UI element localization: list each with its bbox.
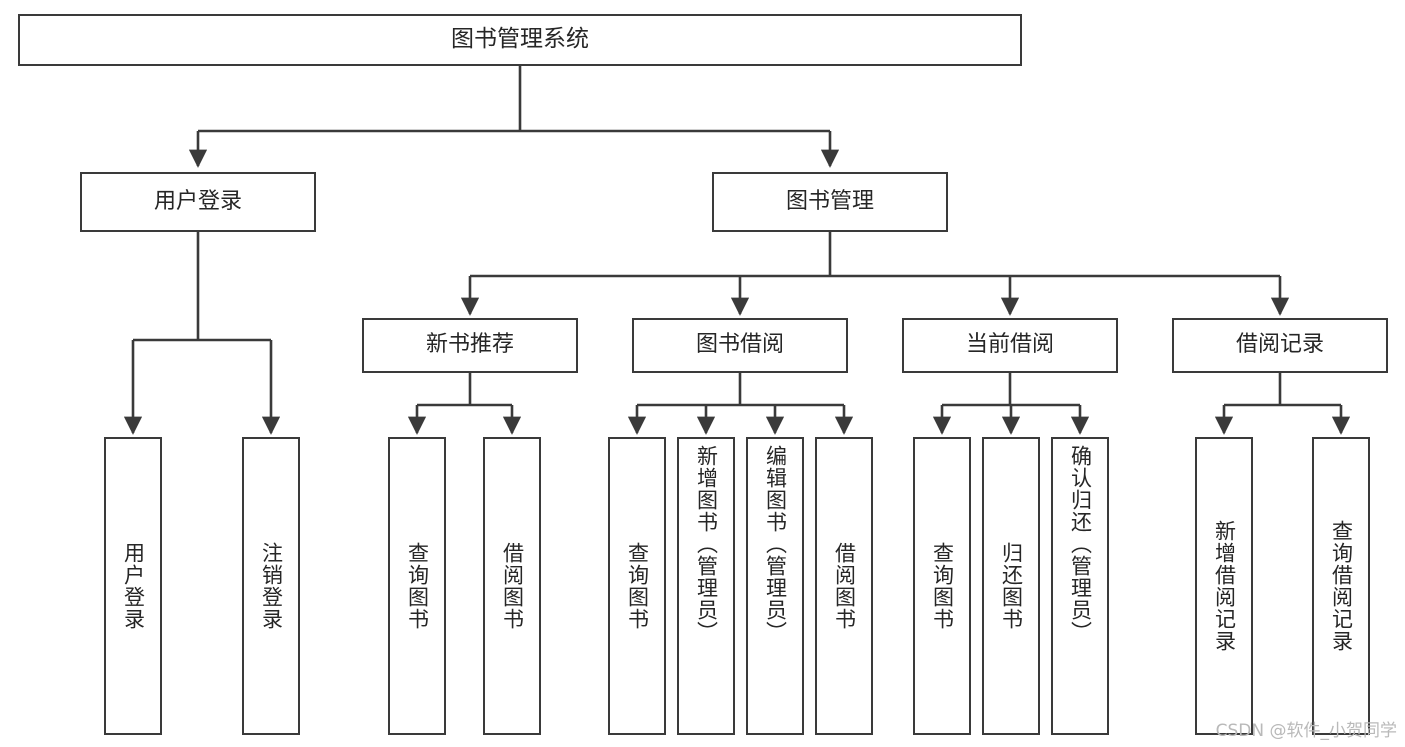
node-current-borrow[interactable]: 当前借阅 [902, 318, 1118, 373]
node-leaf-return-book[interactable]: 归还图书 [982, 437, 1040, 735]
node-leaf-borrow-book-2[interactable]: 借阅图书 [815, 437, 873, 735]
node-leaf-add-record-label: 新增借阅记录 [1212, 520, 1237, 652]
node-root[interactable]: 图书管理系统 [18, 14, 1022, 66]
node-leaf-return-book-label: 归还图书 [999, 542, 1024, 630]
node-leaf-query-book-1-label: 查询图书 [405, 542, 430, 630]
node-leaf-borrow-book-1-label: 借阅图书 [500, 542, 525, 630]
node-user-login[interactable]: 用户登录 [80, 172, 316, 232]
node-leaf-query-book-3-label: 查询图书 [930, 542, 955, 630]
node-leaf-confirm-return-label: 确认归还（管理员） [1068, 445, 1093, 643]
node-leaf-query-book-3[interactable]: 查询图书 [913, 437, 971, 735]
node-new-book-rec-label: 新书推荐 [425, 332, 514, 358]
node-leaf-query-record-label: 查询借阅记录 [1329, 520, 1354, 652]
node-leaf-query-book-2-label: 查询图书 [625, 542, 650, 630]
node-leaf-logout[interactable]: 注销登录 [242, 437, 300, 735]
node-book-manage[interactable]: 图书管理 [712, 172, 948, 232]
node-leaf-logout-label: 注销登录 [259, 542, 284, 630]
node-leaf-borrow-book-2-label: 借阅图书 [832, 542, 857, 630]
node-leaf-user-login-label: 用户登录 [121, 542, 146, 630]
node-leaf-add-book-label: 新增图书（管理员） [694, 445, 719, 643]
node-leaf-edit-book[interactable]: 编辑图书（管理员） [746, 437, 804, 735]
node-leaf-query-record[interactable]: 查询借阅记录 [1312, 437, 1370, 735]
node-leaf-query-book-2[interactable]: 查询图书 [608, 437, 666, 735]
node-borrow-record-label: 借阅记录 [1235, 332, 1324, 358]
node-root-label: 图书管理系统 [451, 26, 589, 53]
node-leaf-user-login[interactable]: 用户登录 [104, 437, 162, 735]
node-current-borrow-label: 当前借阅 [965, 332, 1054, 358]
node-leaf-query-book-1[interactable]: 查询图书 [388, 437, 446, 735]
node-book-manage-label: 图书管理 [785, 188, 874, 214]
node-user-login-label: 用户登录 [153, 188, 242, 214]
node-leaf-add-record[interactable]: 新增借阅记录 [1195, 437, 1253, 735]
node-leaf-borrow-book-1[interactable]: 借阅图书 [483, 437, 541, 735]
node-book-borrow-label: 图书借阅 [695, 332, 784, 358]
node-borrow-record[interactable]: 借阅记录 [1172, 318, 1388, 373]
node-leaf-confirm-return[interactable]: 确认归还（管理员） [1051, 437, 1109, 735]
node-new-book-rec[interactable]: 新书推荐 [362, 318, 578, 373]
node-book-borrow[interactable]: 图书借阅 [632, 318, 848, 373]
node-leaf-edit-book-label: 编辑图书（管理员） [763, 445, 788, 643]
node-leaf-add-book[interactable]: 新增图书（管理员） [677, 437, 735, 735]
